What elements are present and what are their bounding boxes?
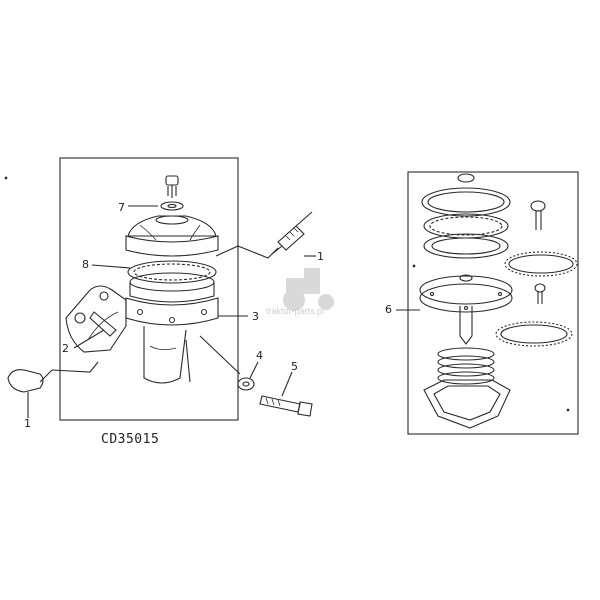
lever-2 [89, 311, 117, 337]
kit-diaphragm [419, 274, 513, 345]
kit-spring [437, 347, 495, 385]
pump-body [125, 272, 219, 384]
right-frame [407, 171, 579, 435]
kit-gasket-2 [495, 321, 573, 347]
callout-6: 6 [385, 303, 392, 316]
kit-gasket-1 [504, 251, 578, 277]
washer-4 [237, 377, 255, 391]
callout-2: 2 [62, 342, 69, 355]
callout-7: 7 [118, 201, 125, 214]
callout-4: 4 [256, 349, 263, 362]
washer-7 [160, 201, 184, 211]
watermark-logo [283, 268, 334, 311]
callout-8: 8 [82, 258, 89, 271]
bolt-5 [259, 395, 313, 417]
pump-cover [125, 215, 219, 257]
diagram-caption: CD35015 [101, 432, 160, 447]
fitting-1 [271, 211, 313, 255]
callout-1-fitting: 1 [317, 250, 324, 263]
plug-left [7, 361, 99, 393]
callout-1-plug: 1 [24, 417, 31, 430]
kit-base-gasket [423, 379, 511, 429]
top-screw [165, 175, 179, 198]
kit-ring-3 [423, 233, 509, 259]
mounting-flange [65, 285, 127, 353]
kit-screw-small [534, 283, 546, 304]
watermark-text: traktor-parts.pl [266, 306, 325, 316]
diaphragm-8 [127, 260, 217, 284]
left-frame [59, 157, 239, 421]
kit-screw-top [530, 200, 546, 230]
callout-3: 3 [252, 310, 259, 323]
kit-ring-1 [421, 187, 511, 217]
callout-5: 5 [291, 360, 298, 373]
